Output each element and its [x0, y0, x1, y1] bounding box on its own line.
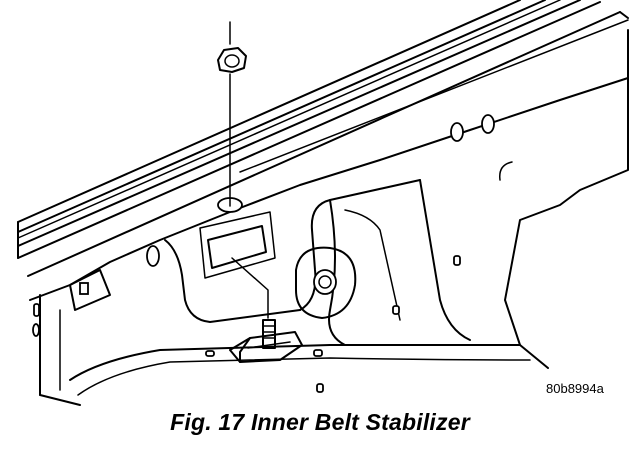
stabilizer-bracket — [229, 319, 303, 363]
round-boss — [295, 246, 357, 319]
figure-caption: Fig. 17 Inner Belt Stabilizer — [170, 409, 470, 435]
stud-alignment-line — [231, 257, 269, 319]
hex-nut — [217, 21, 247, 73]
panel-holes — [32, 114, 513, 393]
door-inner-panel — [29, 29, 629, 406]
belt-rail — [17, 0, 629, 277]
figure-code: 80b8994a — [546, 381, 604, 396]
